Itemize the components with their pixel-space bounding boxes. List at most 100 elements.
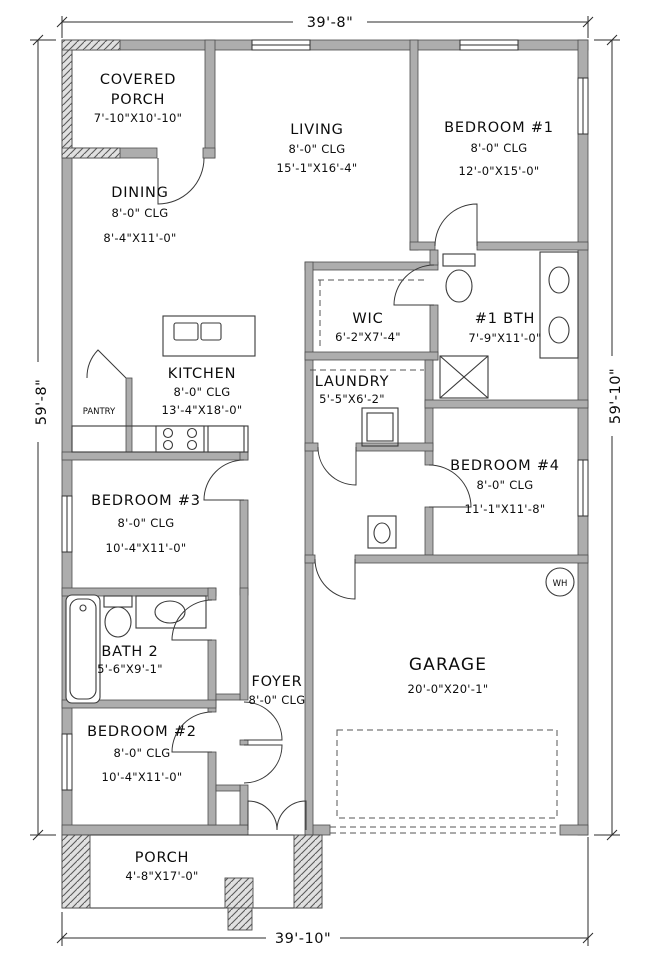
wic-label: WIC <box>352 311 383 327</box>
porch-pier <box>227 907 253 931</box>
living-label: LIVING <box>290 122 343 138</box>
window <box>577 459 589 517</box>
living-size: 15'-1"X16'-4" <box>277 161 358 175</box>
wall <box>215 784 241 792</box>
porch-pier <box>224 877 254 909</box>
wall <box>239 587 249 701</box>
wall <box>202 147 216 159</box>
bedroom3-label: BEDROOM #3 <box>91 493 201 509</box>
dimension-right: 59'-10" <box>608 368 624 424</box>
bath2-size: 5'-6"X9'-1" <box>97 662 163 676</box>
dimension-line <box>56 16 594 38</box>
water-heater-label: WH <box>553 579 568 589</box>
garage-label: GARAGE <box>409 655 487 675</box>
bedroom1-clg: 8'-0" CLG <box>471 141 528 155</box>
wall <box>304 442 319 452</box>
doors <box>86 157 478 831</box>
kitchen-label: KITCHEN <box>168 366 236 382</box>
fixtures: WH <box>65 251 579 834</box>
wic-shelving <box>318 279 424 346</box>
wall <box>304 554 316 564</box>
wall <box>304 261 439 271</box>
garage-door-opening <box>330 826 560 834</box>
dining-label: DINING <box>111 185 168 201</box>
kitchen-clg: 8'-0" CLG <box>174 385 231 399</box>
porch-label: PORCH <box>135 850 190 866</box>
wall <box>409 39 419 251</box>
window <box>61 495 73 553</box>
water-heater: WH <box>545 567 575 597</box>
walls <box>61 39 589 836</box>
door-swing <box>393 264 435 306</box>
bedroom2-size: 10'-4"X11'-0" <box>102 770 183 784</box>
wall <box>476 241 589 251</box>
dimension-annotations: 39'-8" 39'-10" 59'-8" 59'-10" <box>30 15 624 947</box>
covered-porch-size: 7'-10"X10'-10" <box>94 111 183 125</box>
bedroom2-label: BEDROOM #2 <box>87 724 197 740</box>
dining-clg: 8'-0" CLG <box>112 206 169 220</box>
range-burners <box>155 425 205 453</box>
door-swing <box>276 800 307 831</box>
laundry-size: 5'-5"X6'-2" <box>319 392 385 406</box>
dimension-line <box>56 837 594 946</box>
garage-size: 20'-0"X20'-1" <box>408 682 489 696</box>
bath1-size: 7'-9"X11'-0" <box>468 331 541 345</box>
bath1-label: #1 BTH <box>475 311 536 327</box>
foyer-clg: 8'-0" CLG <box>249 693 306 707</box>
bedroom1-size: 12'-0"X15'-0" <box>459 164 540 178</box>
porch-size: 4'-8"X17'-0" <box>125 869 198 883</box>
porch-pier <box>61 834 91 909</box>
bedroom3-size: 10'-4"X11'-0" <box>106 541 187 555</box>
door-swing <box>428 464 472 508</box>
kitchen-size: 13'-4"X18'-0" <box>162 403 243 417</box>
door-swing <box>157 157 205 205</box>
hatched-wall <box>61 147 121 159</box>
laundry-label: LAUNDRY <box>315 374 390 390</box>
toilet-fixture <box>103 595 133 638</box>
wall <box>354 554 589 564</box>
door-swing <box>314 558 356 600</box>
vanity-sink <box>135 595 207 629</box>
bedroom4-label: BEDROOM #4 <box>450 458 560 474</box>
kitchen-island <box>162 315 256 357</box>
bedroom1-label: BEDROOM #1 <box>444 120 554 136</box>
wall <box>61 451 249 461</box>
bedroom4-size: 11'-1"X11'-8" <box>465 502 546 516</box>
wall <box>61 39 73 836</box>
porch-pier <box>293 834 323 909</box>
bath2-label: BATH 2 <box>101 644 158 660</box>
wall <box>424 399 589 409</box>
wall <box>559 824 589 836</box>
covered-porch-label: COVERED <box>100 72 176 88</box>
bedroom4-clg: 8'-0" CLG <box>477 478 534 492</box>
door-swing <box>203 459 245 501</box>
pantry-label: PANTRY <box>83 407 116 417</box>
door-swing <box>243 744 283 784</box>
wall <box>355 442 434 452</box>
wall <box>577 39 589 836</box>
living-clg: 8'-0" CLG <box>289 142 346 156</box>
wall <box>239 451 249 461</box>
bathtub-fixture <box>65 594 101 704</box>
wall <box>61 699 217 709</box>
room-labels: COVERED PORCH 7'-10"X10'-10" LIVING 8'-0… <box>83 72 560 883</box>
wall <box>61 824 249 836</box>
dimension-top: 39'-8" <box>307 15 354 31</box>
wall <box>239 784 249 826</box>
refrigerator <box>207 425 245 453</box>
door-swing <box>171 711 213 753</box>
shower-fixture <box>439 355 489 399</box>
covered-porch-label2: PORCH <box>111 92 166 108</box>
wall <box>207 587 217 601</box>
wall <box>125 377 133 453</box>
wall <box>239 499 249 596</box>
dimension-line <box>30 34 56 841</box>
wall <box>207 751 217 826</box>
bedroom3-clg: 8'-0" CLG <box>118 516 175 530</box>
wall <box>304 261 314 836</box>
wic-size: 6'-2"X7'-4" <box>335 330 401 344</box>
window <box>577 77 589 135</box>
wall <box>429 249 439 266</box>
wall <box>204 39 216 159</box>
